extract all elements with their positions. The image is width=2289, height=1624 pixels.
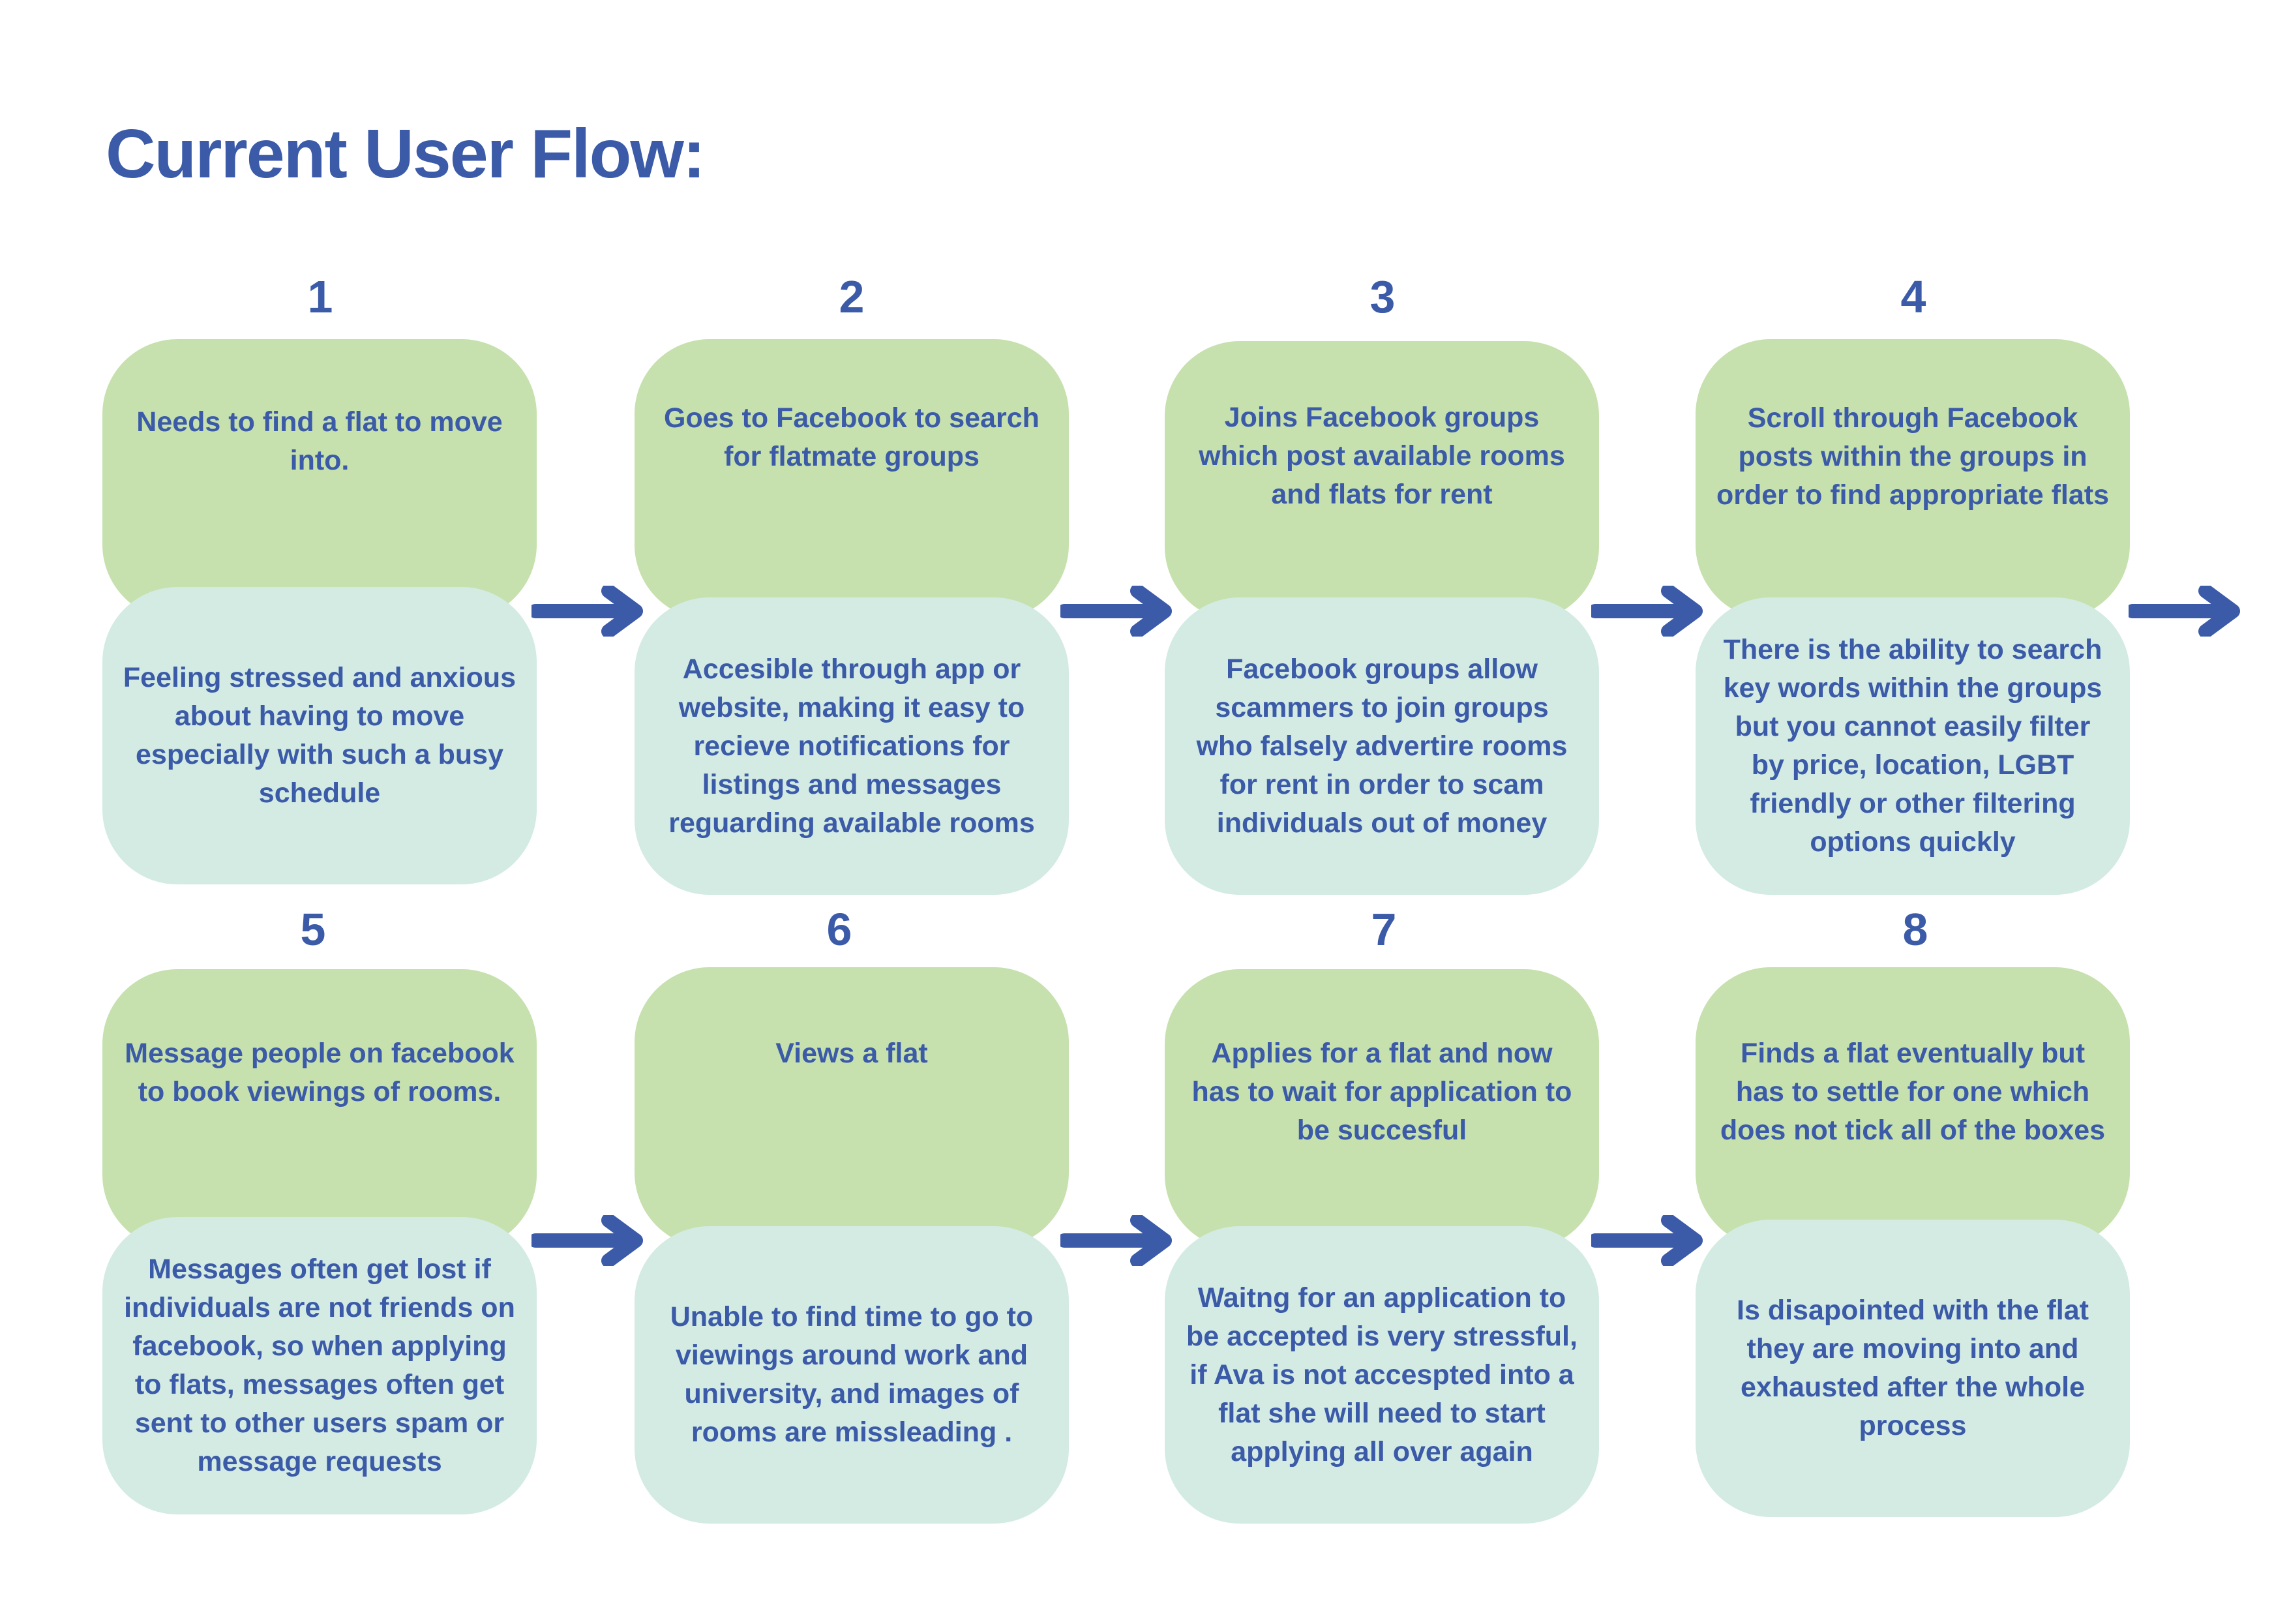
step-number-4: 4 xyxy=(1900,271,1926,322)
step-5-action-text: Message people on facebook to book viewi… xyxy=(125,1038,515,1107)
step-8-feeling-box: Is disapointed with the flat they are mo… xyxy=(1696,1220,2130,1517)
step-3-feeling-text: Facebook groups allow scammers to join g… xyxy=(1196,653,1568,839)
arrow-right-icon xyxy=(1060,1215,1172,1266)
step-3-action-text: Joins Facebook groups which post availab… xyxy=(1199,402,1565,510)
step-2-action-box: Goes to Facebook to search for flatmate … xyxy=(635,339,1069,620)
step-1-feeling-text: Feeling stressed and anxious about havin… xyxy=(123,662,516,809)
step-7-action-box: Applies for a flat and now has to wait f… xyxy=(1165,969,1599,1250)
step-number-1: 1 xyxy=(307,271,333,322)
step-1-feeling-box: Feeling stressed and anxious about havin… xyxy=(102,587,537,884)
step-2-feeling-text: Accesible through app or website, making… xyxy=(668,653,1035,839)
arrow-right-icon xyxy=(531,586,643,637)
step-8-action-box: Finds a flat eventually but has to settl… xyxy=(1696,967,2130,1248)
step-5-feeling-box: Messages often get lost if individuals a… xyxy=(102,1217,537,1514)
step-2-feeling-box: Accesible through app or website, making… xyxy=(635,597,1069,895)
step-1-action-text: Needs to find a flat to move into. xyxy=(136,406,503,476)
arrow-right-icon xyxy=(1591,1215,1703,1266)
step-number-3: 3 xyxy=(1369,271,1396,322)
step-2-action-text: Goes to Facebook to search for flatmate … xyxy=(664,402,1040,472)
step-6-action-text: Views a flat xyxy=(775,1038,928,1069)
step-5-feeling-text: Messages often get lost if individuals a… xyxy=(124,1254,515,1477)
step-number-8: 8 xyxy=(1902,904,1928,955)
step-5-action-box: Message people on facebook to book viewi… xyxy=(102,969,537,1250)
step-3-feeling-box: Facebook groups allow scammers to join g… xyxy=(1165,597,1599,895)
arrow-right-icon xyxy=(2129,586,2240,637)
step-number-5: 5 xyxy=(300,904,326,955)
step-6-feeling-text: Unable to find time to go to viewings ar… xyxy=(670,1301,1034,1448)
step-7-feeling-box: Waitng for an application to be accepted… xyxy=(1165,1226,1599,1524)
step-4-feeling-box: There is the ability to search key words… xyxy=(1696,597,2130,895)
step-number-6: 6 xyxy=(826,904,852,955)
arrow-right-icon xyxy=(1591,586,1703,637)
arrow-right-icon xyxy=(531,1215,643,1266)
step-6-action-box: Views a flat xyxy=(635,967,1069,1248)
step-4-action-text: Scroll through Facebook posts within the… xyxy=(1716,402,2110,511)
step-number-2: 2 xyxy=(839,271,865,322)
arrow-right-icon xyxy=(1060,586,1172,637)
step-1-action-box: Needs to find a flat to move into. xyxy=(102,339,537,620)
step-6-feeling-box: Unable to find time to go to viewings ar… xyxy=(635,1226,1069,1524)
step-7-action-text: Applies for a flat and now has to wait f… xyxy=(1191,1038,1572,1146)
step-8-action-text: Finds a flat eventually but has to settl… xyxy=(1720,1038,2106,1146)
step-7-feeling-text: Waitng for an application to be accepted… xyxy=(1186,1282,1578,1467)
step-number-7: 7 xyxy=(1371,904,1397,955)
page-title: Current User Flow: xyxy=(106,115,706,192)
step-3-action-box: Joins Facebook groups which post availab… xyxy=(1165,341,1599,622)
step-4-action-box: Scroll through Facebook posts within the… xyxy=(1696,339,2130,620)
step-8-feeling-text: Is disapointed with the flat they are mo… xyxy=(1737,1295,2089,1441)
step-4-feeling-text: There is the ability to search key words… xyxy=(1723,634,2102,858)
